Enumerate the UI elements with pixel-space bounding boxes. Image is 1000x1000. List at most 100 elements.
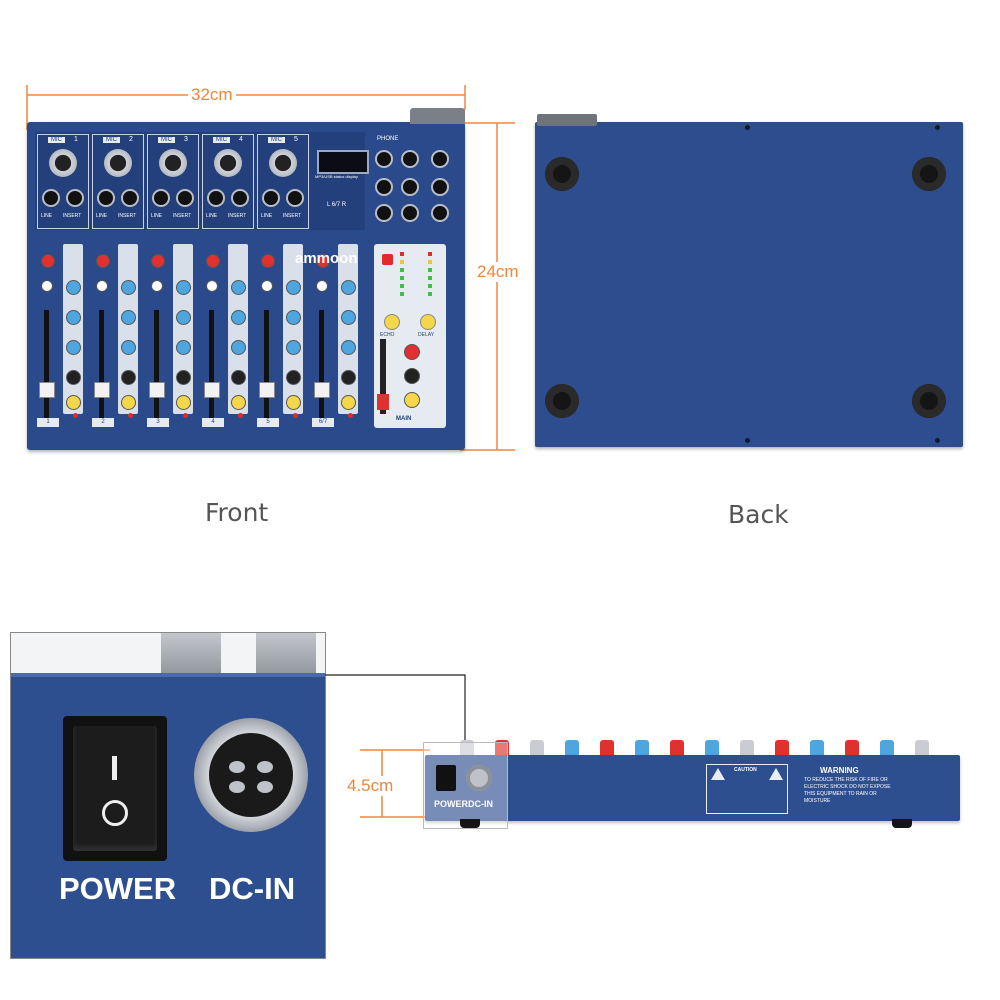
eq-knob[interactable] [66,280,81,295]
hi-knob[interactable] [151,280,163,292]
eq-knob[interactable] [176,280,191,295]
rear-zoom-inset: POWER DC-IN [10,632,326,959]
eq-knob[interactable] [231,280,246,295]
channel-strip: 1 [35,240,87,430]
eq-knob[interactable] [121,280,136,295]
eq-knob[interactable] [341,340,356,355]
hi-knob[interactable] [261,280,273,292]
gain-knob[interactable] [151,254,165,268]
eq-knob[interactable] [66,310,81,325]
line-jack-icon[interactable] [154,191,168,205]
channel-fader[interactable] [314,382,330,398]
meter-led-icon [428,292,432,296]
xlr-input-icon[interactable] [49,149,77,177]
fx-knob[interactable] [176,395,191,410]
line-jack-icon[interactable] [209,191,223,205]
hi-knob[interactable] [316,280,328,292]
aux-knob[interactable] [341,370,356,385]
channel-number-label: 5 [257,418,279,427]
eq-knob[interactable] [341,280,356,295]
fx-knob[interactable] [66,395,81,410]
eq-knob[interactable] [121,310,136,325]
line-jack-icon[interactable] [264,191,278,205]
rocker-switch-icon[interactable] [63,716,167,861]
gain-knob[interactable] [206,254,220,268]
height-label: 4.5cm [344,776,397,796]
hi-knob[interactable] [206,280,218,292]
fx-knob[interactable] [121,395,136,410]
line-jack-icon[interactable] [99,191,113,205]
xlr-connector-icon [466,765,492,791]
eq-knob[interactable] [176,340,191,355]
main-fader[interactable] [377,394,389,410]
knob-cap-icon [530,740,544,756]
hi-knob[interactable] [41,280,53,292]
insert-jack-icon[interactable] [233,191,247,205]
eq-knob[interactable] [121,340,136,355]
aux-knob[interactable] [66,370,81,385]
mic-label: MIC [268,137,285,143]
top-jack-icon [256,633,316,678]
gain-knob[interactable] [41,254,55,268]
fx-knob[interactable] [404,392,420,408]
channel-number: 4 [239,136,243,143]
echo-knob[interactable] [384,314,400,330]
insert-label: INSERT [63,213,82,219]
eq-knob[interactable] [341,310,356,325]
channel-fader[interactable] [149,382,165,398]
eq-knob[interactable] [231,340,246,355]
fader-track [264,310,269,420]
fx-knob[interactable] [286,395,301,410]
hi-knob[interactable] [96,280,108,292]
fader-track [154,310,159,420]
insert-jack-icon[interactable] [123,191,137,205]
eq-knob[interactable] [286,340,301,355]
output-jack-icon[interactable] [403,152,417,166]
xlr-input-icon[interactable] [214,149,242,177]
xlr-input-icon[interactable] [159,149,187,177]
delay-knob[interactable] [420,314,436,330]
aux-knob[interactable] [404,368,420,384]
phone-section-label: PHONE [377,136,399,142]
output-jack-icon[interactable] [377,152,391,166]
xlr-input-icon[interactable] [269,149,297,177]
gain-knob[interactable] [316,254,330,268]
output-jack-icon[interactable] [433,206,447,220]
channel-fader[interactable] [259,382,275,398]
insert-jack-icon[interactable] [178,191,192,205]
output-jack-icon[interactable] [377,180,391,194]
aux-knob[interactable] [176,370,191,385]
output-jack-icon[interactable] [433,180,447,194]
insert-jack-icon[interactable] [288,191,302,205]
fx-knob[interactable] [341,395,356,410]
output-jack-icon[interactable] [377,206,391,220]
channel-fader[interactable] [204,382,220,398]
eq-knob[interactable] [66,340,81,355]
output-jack-icon[interactable] [403,180,417,194]
eq-knob[interactable] [176,310,191,325]
insert-jack-icon[interactable] [68,191,82,205]
aux-knob[interactable] [121,370,136,385]
gain-knob[interactable] [261,254,275,268]
output-jack-icon[interactable] [433,152,447,166]
knob-cap-icon [600,740,614,756]
eq-knob[interactable] [286,280,301,295]
xlr-input-icon[interactable] [104,149,132,177]
phone-knob[interactable] [404,344,420,360]
aux-knob[interactable] [231,370,246,385]
rocker-switch-icon[interactable] [436,765,456,791]
eq-knob[interactable] [231,310,246,325]
fader-track [44,310,49,420]
channel-fader[interactable] [39,382,55,398]
meter-led-icon [400,268,404,272]
channel-fader[interactable] [94,382,110,398]
top-jack-icon [161,633,221,678]
line-jack-icon[interactable] [44,191,58,205]
output-jack-icon[interactable] [403,206,417,220]
aux-knob[interactable] [286,370,301,385]
fx-knob[interactable] [231,395,246,410]
gain-knob[interactable] [96,254,110,268]
eq-knob[interactable] [286,310,301,325]
